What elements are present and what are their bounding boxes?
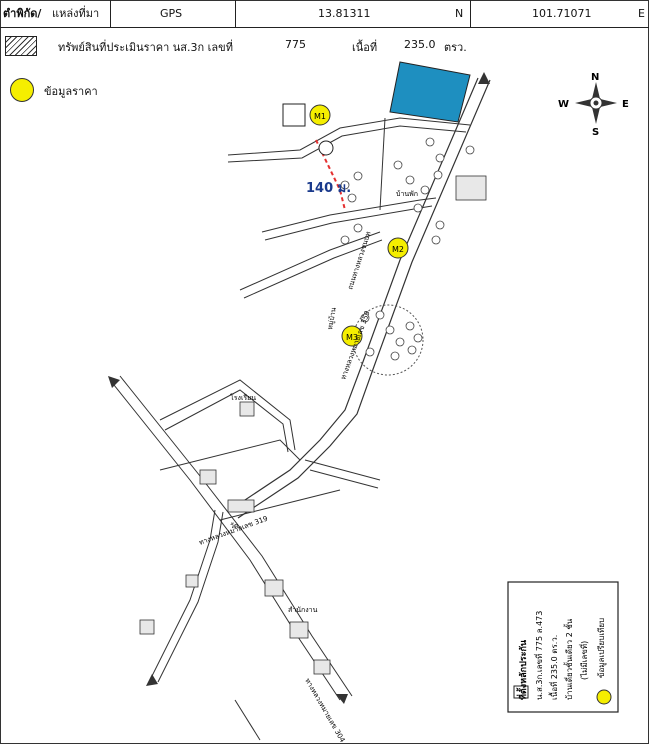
- compass-rose-icon: [575, 82, 617, 124]
- place-label-3: หมู่บ้าน: [326, 307, 338, 331]
- info-hatch-icon: [513, 685, 529, 699]
- area-unit: ตรว.: [444, 41, 467, 54]
- divider: [470, 0, 471, 27]
- coord-label: ตำพิกัด/: [3, 7, 42, 20]
- place-label: แหล่งที่มา: [52, 7, 100, 20]
- place-label-2: วัด: [230, 522, 238, 530]
- compass-w: W: [558, 99, 569, 110]
- info-line-3: บ้านเดี่ยวชั้นเดียว 2 ชั้น: [563, 618, 574, 700]
- road-label-1: ทางหลวงหมายเลข 359: [339, 310, 371, 381]
- compass-e: E: [622, 99, 629, 110]
- area-label: เนื้อที่: [352, 41, 378, 54]
- roads: [109, 117, 471, 741]
- price-legend-label: ข้อมูลราคา: [44, 85, 98, 98]
- marker-m2-label: M2: [392, 245, 404, 254]
- info-title: ที่ตั้งหลักประกัน: [516, 639, 529, 700]
- place-label-1: โรงเรียน: [230, 393, 256, 402]
- info-marker-icon: [596, 689, 612, 705]
- subject-parcel: [389, 61, 471, 123]
- longitude-dir: E: [638, 7, 645, 20]
- asset-text: ทรัพย์สินที่ประเมินราคา นส.3ก เลขที่: [58, 41, 233, 54]
- place-label-5: สำนักงาน: [288, 606, 318, 614]
- main-highway: [229, 77, 491, 519]
- info-box: [507, 581, 619, 713]
- divider: [235, 0, 236, 27]
- road-arrows: [108, 72, 490, 704]
- source-value: GPS: [160, 7, 183, 20]
- longitude-value: 101.71071: [532, 7, 592, 20]
- marker-m3: [341, 325, 363, 347]
- price-marker-legend-icon: [10, 78, 34, 102]
- area-value: 235.0: [404, 38, 436, 51]
- marker-m2: [387, 237, 409, 259]
- divider: [110, 0, 111, 27]
- deed-number: 775: [285, 38, 306, 51]
- header-row: ตำพิกัด/ แหล่งที่มา GPS 13.81311 N 101.7…: [0, 0, 649, 28]
- asset-row: ทรัพย์สินที่ประเมินราคา นส.3ก เลขที่ 775…: [0, 28, 649, 58]
- latitude-dir: N: [455, 7, 464, 20]
- hatch-legend-swatch: [5, 36, 37, 56]
- building-symbols: [139, 175, 487, 675]
- marker-m1: [309, 104, 331, 126]
- info-box-text: ที่ตั้งหลักประกัน น.ส.3ก.เลขที่ 775 ล.47…: [516, 611, 607, 700]
- marker-m3-label: M3: [346, 333, 358, 342]
- marker-m1-label: M1: [314, 112, 326, 121]
- place-label-4: บ้านพัก: [396, 190, 418, 198]
- tree-symbols: [340, 137, 475, 361]
- hatched-parcel: [318, 140, 334, 156]
- latitude-value: 13.81311: [318, 7, 371, 20]
- info-marker-label: ข้อมูลเปรียบเทียบ: [597, 618, 607, 678]
- landmark-box: [282, 103, 306, 127]
- access-route: [315, 139, 346, 211]
- road-label-4: ทางหลวงหมายเลข 304: [303, 677, 346, 744]
- info-line-4: (ไม่มีเลขที่): [578, 641, 589, 680]
- distance-label: 140 ม.: [306, 181, 351, 196]
- info-line-2: เนื้อที่ 235.0 ตร.ว.: [548, 635, 559, 700]
- info-line-1: น.ส.3ก.เลขที่ 775 ล.473: [533, 611, 544, 700]
- compass-n: N: [591, 72, 599, 83]
- price-markers: [309, 104, 409, 347]
- compass-s: S: [592, 127, 599, 138]
